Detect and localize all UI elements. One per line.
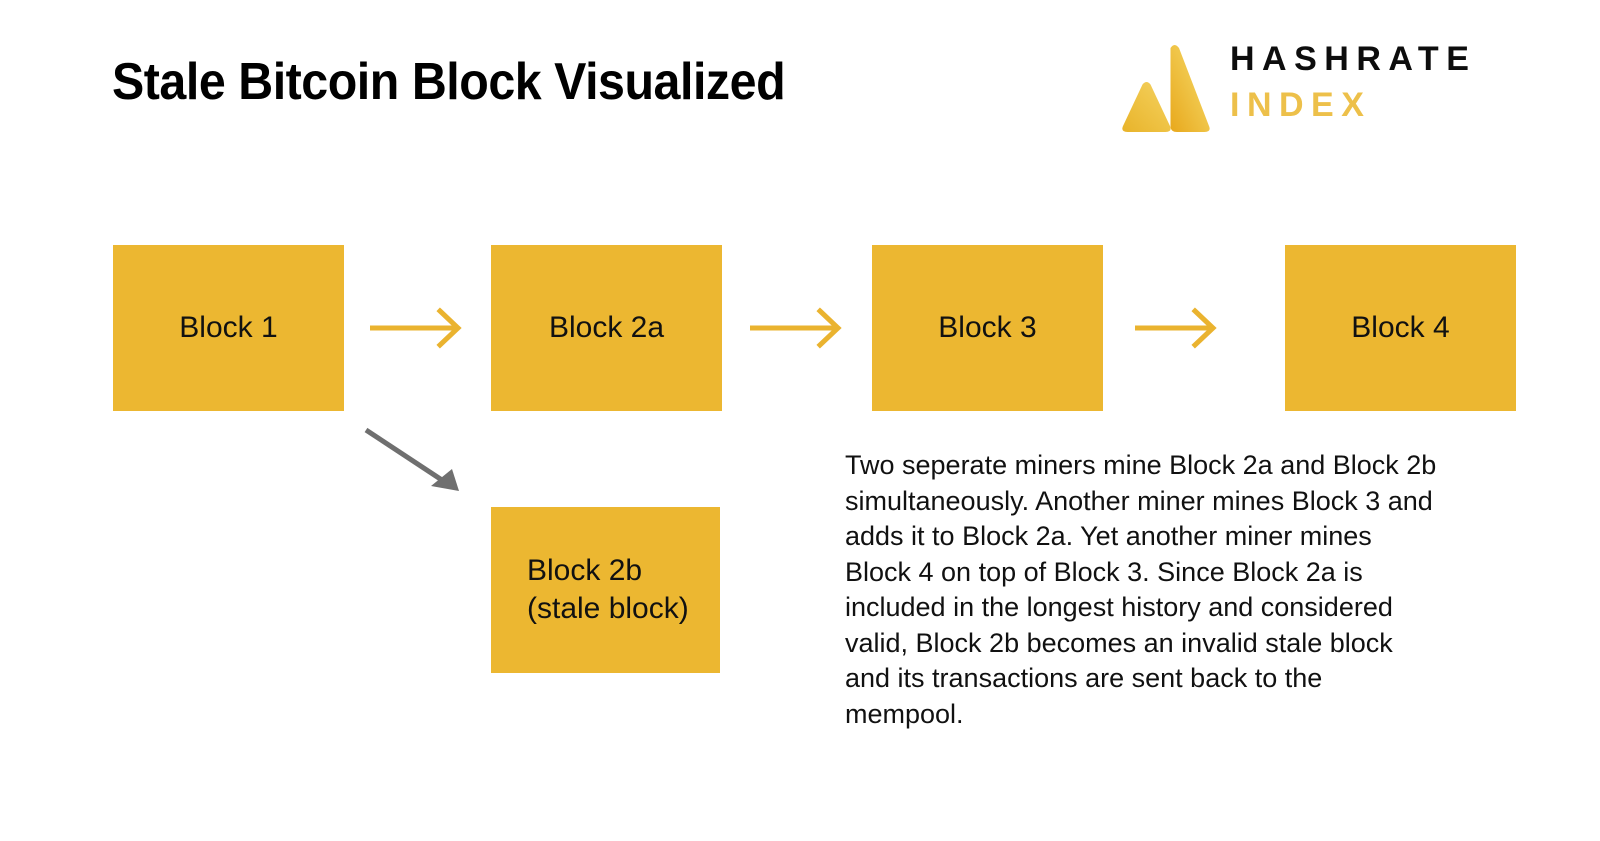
- logo-wordmark: HASHRATE INDEX: [1230, 36, 1510, 128]
- block-3: Block 3: [872, 245, 1103, 411]
- arrow-block2a-to-block3-icon: [750, 307, 842, 349]
- block-2a: Block 2a: [491, 245, 722, 411]
- hashrate-index-logo-mark-icon: [1122, 45, 1210, 132]
- block-1: Block 1: [113, 245, 344, 411]
- block-4: Block 4: [1285, 245, 1516, 411]
- logo-text-index: INDEX: [1230, 86, 1372, 124]
- page-title: Stale Bitcoin Block Visualized: [112, 53, 786, 111]
- block-2b-stale: Block 2b (stale block): [491, 507, 720, 673]
- arrow-block3-to-block4-icon: [1135, 307, 1217, 349]
- arrow-block1-to-block2b-icon: [364, 427, 459, 491]
- arrow-block1-to-block2a-icon: [370, 307, 462, 349]
- brand-logo: HASHRATE INDEX: [1108, 36, 1508, 140]
- description-text: Two seperate miners mine Block 2a and Bl…: [845, 450, 1437, 729]
- logo-text-hashrate: HASHRATE: [1230, 40, 1477, 78]
